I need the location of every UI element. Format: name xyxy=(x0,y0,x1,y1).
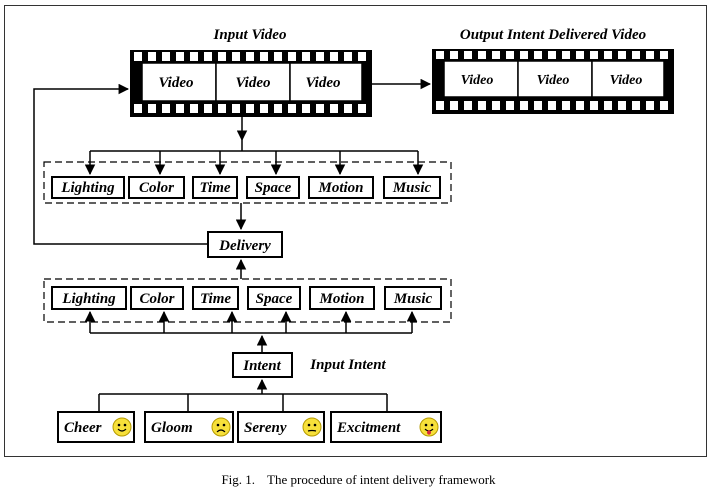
top-color-label: Color xyxy=(139,180,174,196)
output-frame-1: Video xyxy=(461,73,494,88)
feedback-loop-arrow xyxy=(33,83,208,245)
bottom-motion-label: Motion xyxy=(318,291,364,307)
sad-emoji-icon xyxy=(211,417,231,437)
bottom-space-label: Space xyxy=(256,291,293,307)
delivery-box xyxy=(207,231,283,258)
emotion-label: Excitment xyxy=(336,420,401,436)
emotion-sereny-box: Sereny xyxy=(237,411,325,443)
intent-box xyxy=(232,352,293,378)
figure-caption: Fig. 1. The procedure of intent delivery … xyxy=(0,472,717,488)
top-space-label: Space xyxy=(255,180,292,196)
bottom-motion-box: Motion xyxy=(309,286,375,310)
intent-label: Intent xyxy=(242,358,281,374)
top-lighting-box: Lighting xyxy=(51,176,125,199)
bottom-lighting-label: Lighting xyxy=(61,291,116,307)
bottom-time-box: Time xyxy=(192,286,239,310)
output-video-title: Output Intent Delivered Video xyxy=(460,27,646,43)
top-feature-group xyxy=(43,161,452,204)
bottom-color-label: Color xyxy=(139,291,174,307)
top-time-label: Time xyxy=(199,180,230,196)
bottom-music-box: Music xyxy=(384,286,442,310)
output-frame-2: Video xyxy=(537,73,570,88)
top-motion-box: Motion xyxy=(308,176,374,199)
top-time-box: Time xyxy=(192,176,238,199)
bottom-color-box: Color xyxy=(130,286,184,310)
emotion-label: Gloom xyxy=(151,420,193,436)
input-film-strip: Video Video Video xyxy=(130,50,372,117)
top-space-box: Space xyxy=(246,176,300,199)
output-frame-3: Video xyxy=(610,73,643,88)
neutral-emoji-icon xyxy=(302,417,322,437)
emotion-excitment-box: Excitment xyxy=(330,411,442,443)
bottom-lighting-box: Lighting xyxy=(51,286,127,310)
input-frame-2: Video xyxy=(235,75,270,91)
emotion-label: Cheer xyxy=(64,420,102,436)
emotion-gloom-box: Gloom xyxy=(144,411,234,443)
input-video-title: Input Video xyxy=(213,27,287,43)
tongue-emoji-icon xyxy=(419,417,439,437)
caption-text: The procedure of intent delivery framewo… xyxy=(267,472,496,487)
bottom-time-label: Time xyxy=(200,291,231,307)
input-intent-label: Input Intent xyxy=(309,357,386,373)
top-music-label: Music xyxy=(392,180,432,196)
top-lighting-label: Lighting xyxy=(60,180,115,196)
smile-emoji-icon xyxy=(112,417,132,437)
top-color-box: Color xyxy=(128,176,185,199)
delivery-label: Delivery xyxy=(218,238,271,254)
top-motion-label: Motion xyxy=(317,180,363,196)
figure-frame xyxy=(4,5,707,457)
figure-number: Fig. 1. xyxy=(221,472,256,487)
output-film-strip: Video Video Video xyxy=(432,49,674,114)
emotion-cheer-box: Cheer xyxy=(57,411,135,443)
bottom-space-box: Space xyxy=(247,286,301,310)
bottom-music-label: Music xyxy=(393,291,433,307)
input-frame-3: Video xyxy=(305,75,340,91)
emotion-label: Sereny xyxy=(244,420,287,436)
bottom-feature-group xyxy=(43,278,452,323)
input-frame-1: Video xyxy=(158,75,193,91)
top-music-box: Music xyxy=(383,176,441,199)
